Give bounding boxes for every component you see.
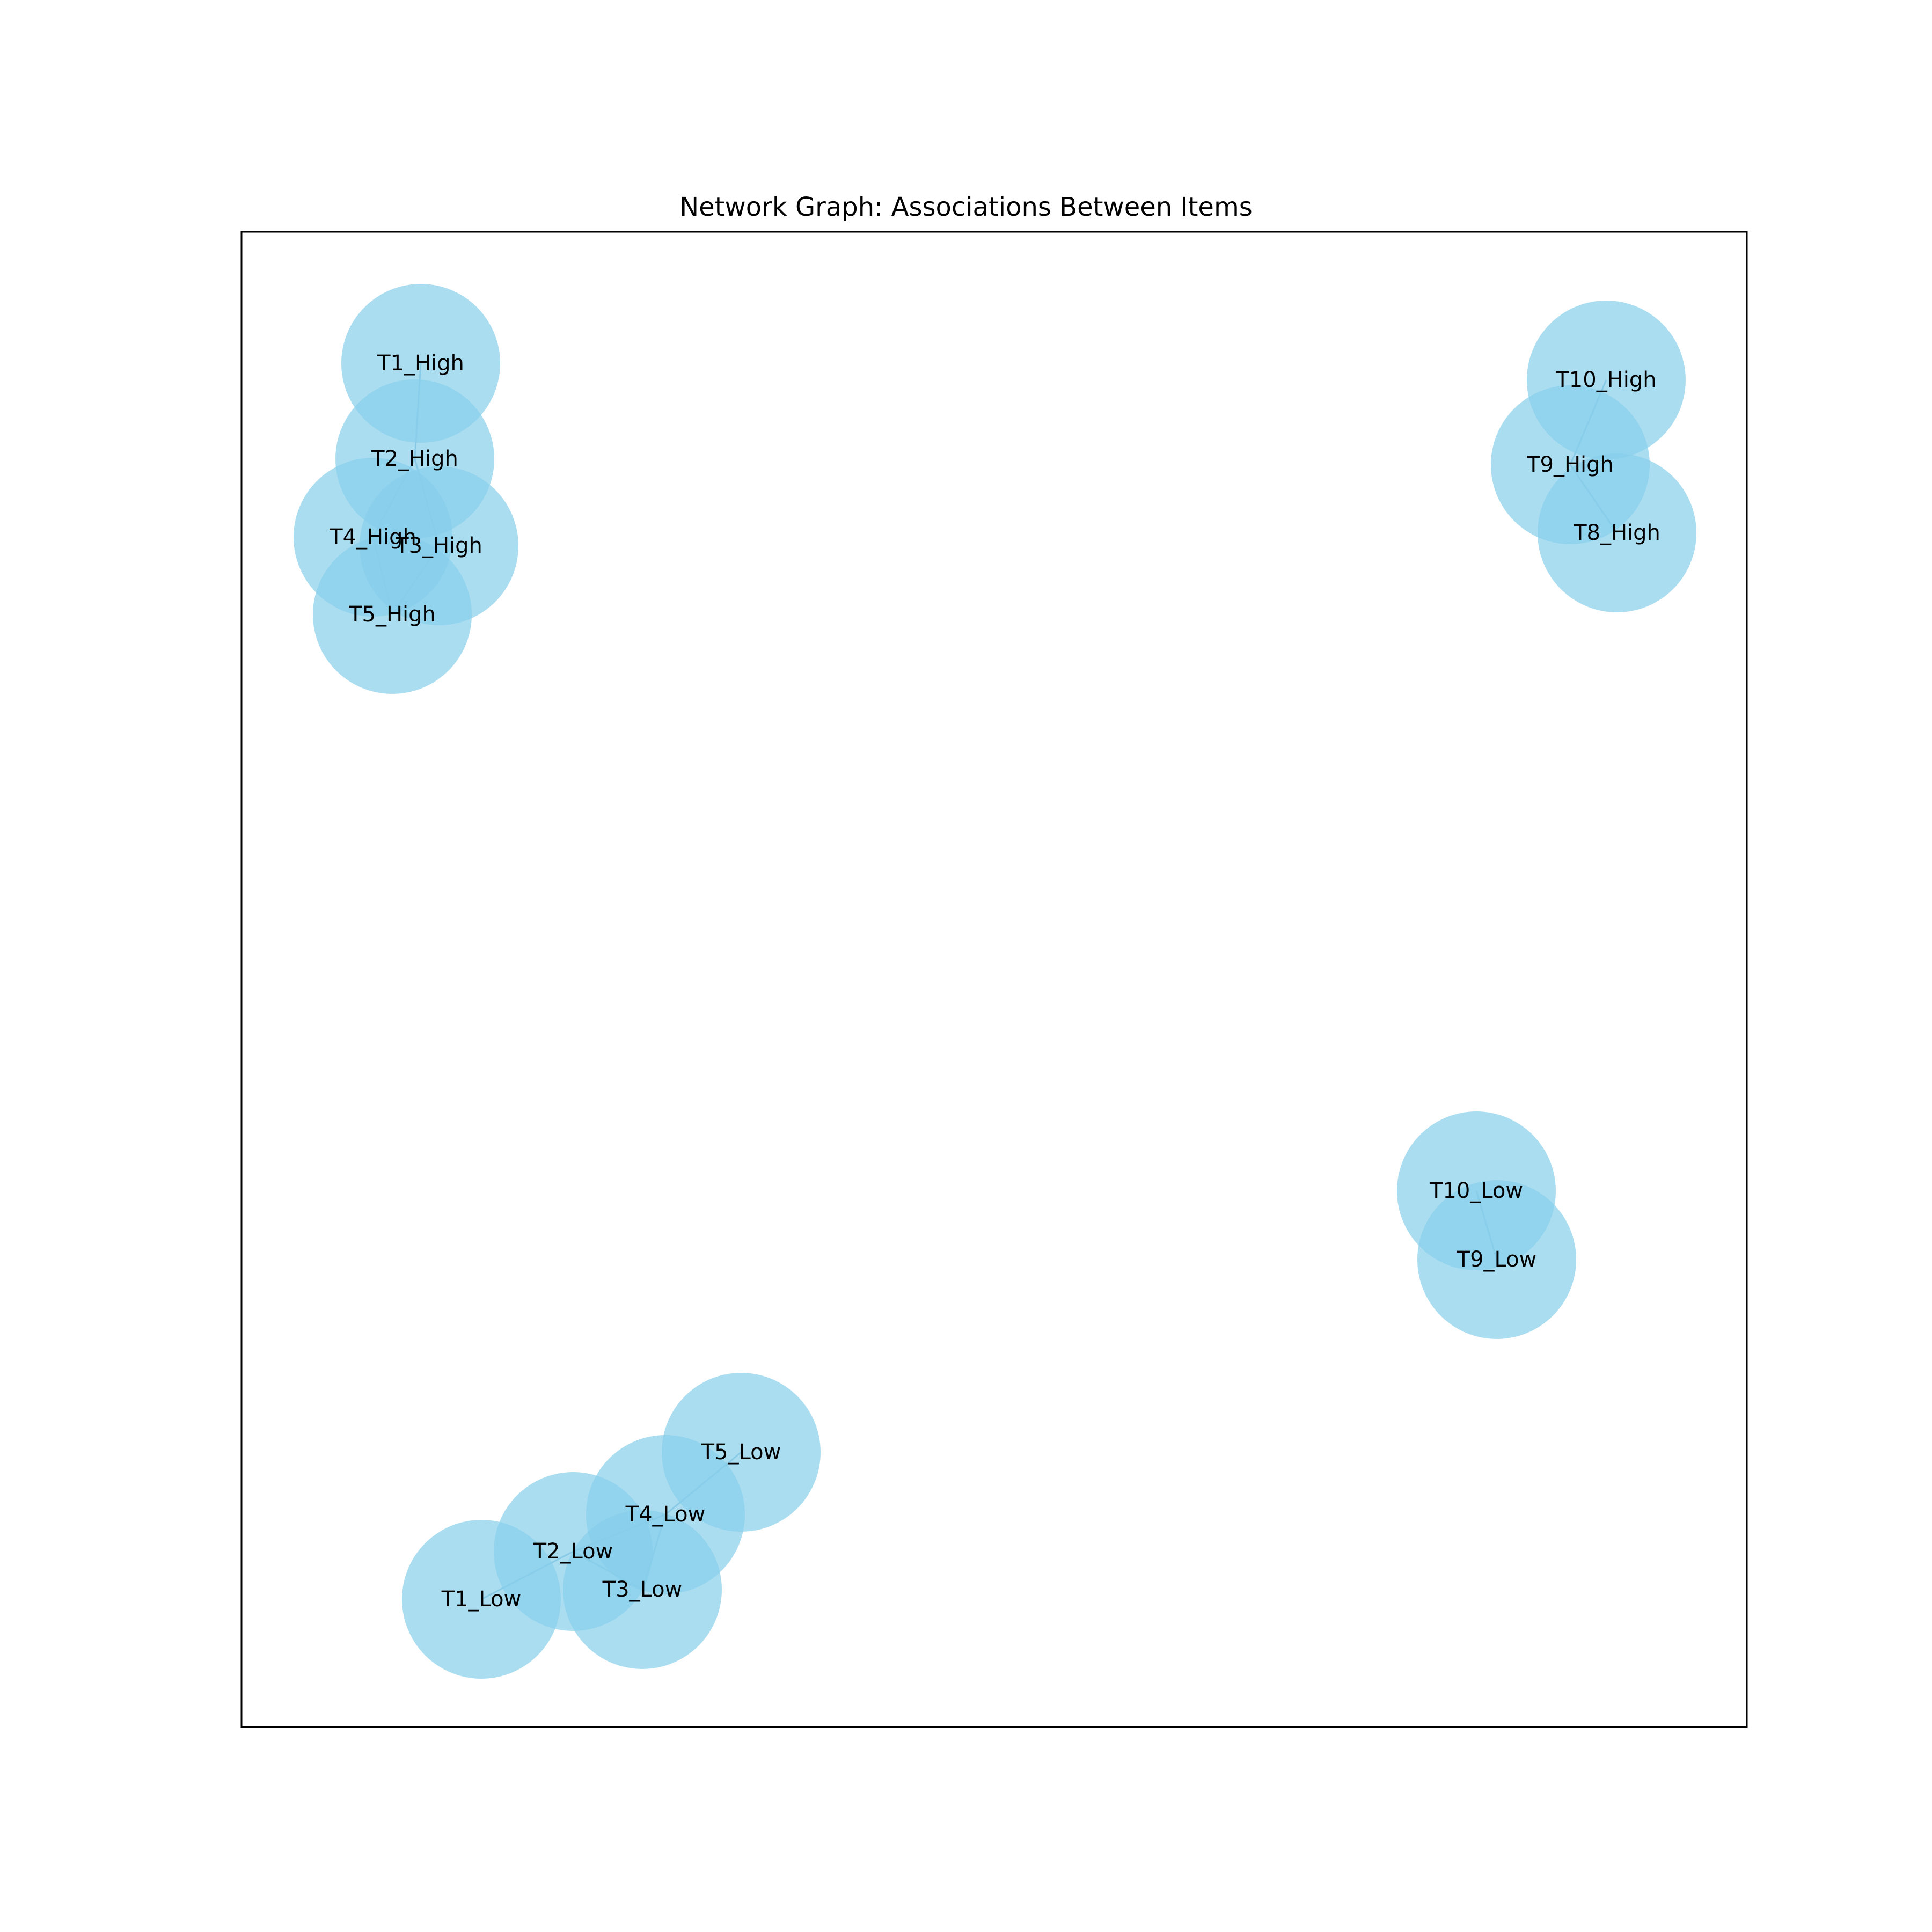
- node-T3_Low: [563, 1510, 722, 1669]
- node-label-T2_Low: T2_Low: [533, 1539, 613, 1564]
- axes-frame: [240, 231, 1748, 1728]
- chart-title: Network Graph: Associations Between Item…: [679, 192, 1253, 222]
- node-label-T9_Low: T9_Low: [1457, 1247, 1537, 1272]
- node-T9_Low: [1417, 1180, 1576, 1339]
- node-label-T5_High: T5_High: [348, 602, 436, 627]
- node-label-T1_Low: T1_Low: [441, 1587, 522, 1612]
- node-label-T2_High: T2_High: [371, 447, 458, 471]
- node-label-T4_Low: T4_Low: [625, 1502, 706, 1527]
- edge-layer: [372, 363, 1618, 1600]
- node-label-T8_High: T8_High: [1573, 521, 1660, 545]
- node-T1_Low: [402, 1520, 561, 1679]
- node-label-T5_Low: T5_Low: [701, 1440, 781, 1465]
- node-label-T9_High: T9_High: [1526, 452, 1614, 477]
- node-label-T3_Low: T3_Low: [602, 1577, 683, 1602]
- node-label-T4_High: T4_High: [329, 525, 416, 550]
- node-label-T1_High: T1_High: [377, 351, 464, 376]
- node-label-T3_High: T3_High: [395, 533, 482, 558]
- node-label-T10_High: T10_High: [1555, 368, 1656, 392]
- node-T8_High: [1538, 453, 1696, 612]
- node-label-T10_Low: T10_Low: [1429, 1179, 1523, 1203]
- node-T5_High: [313, 535, 472, 694]
